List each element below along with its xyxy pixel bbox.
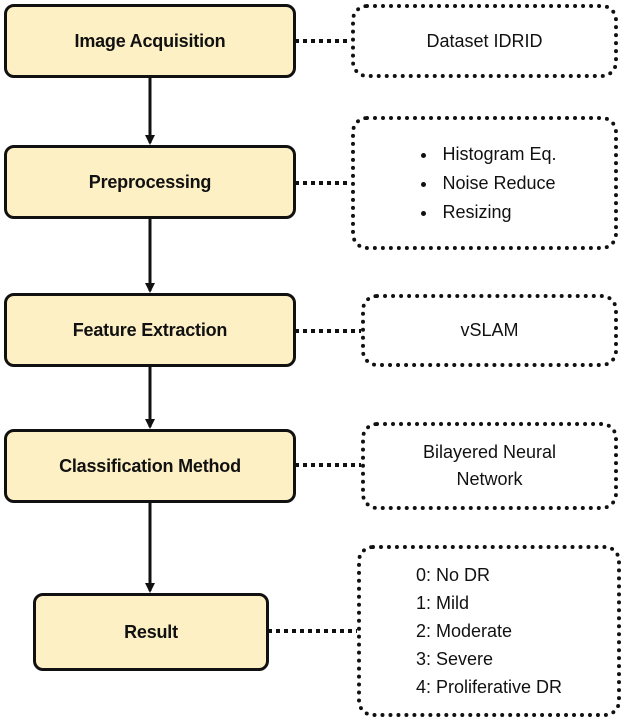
note-classifier: Bilayered Neural Network — [361, 422, 618, 510]
step-classification-method: Classification Method — [4, 429, 296, 503]
list-item: 0: No DR — [415, 565, 490, 585]
step-image-acquisition: Image Acquisition — [4, 4, 296, 78]
step-result: Result — [33, 593, 269, 671]
result-class-list: 0: No DR 1: Mild 2: Moderate 3: Severe 4… — [416, 561, 562, 701]
list-item: 4: Proliferative DR — [415, 677, 563, 697]
classifier-label-line: Bilayered Neural — [422, 442, 557, 462]
step-preprocessing: Preprocessing — [4, 145, 296, 219]
dataset-label: Dataset IDRID — [426, 30, 543, 51]
list-item: 2: Moderate — [415, 621, 513, 641]
note-dataset: Dataset IDRID — [351, 4, 618, 78]
note-result-classes: 0: No DR 1: Mild 2: Moderate 3: Severe 4… — [357, 545, 621, 717]
list-item: 1: Mild — [415, 593, 469, 613]
feature-method-label: vSLAM — [460, 320, 519, 340]
step-feature-extraction: Feature Extraction — [4, 293, 296, 367]
list-item: Noise Reduce — [438, 169, 556, 198]
classifier-label: Bilayered Neural Network — [423, 439, 556, 493]
list-item: 3: Severe — [415, 649, 494, 669]
note-feature-method: vSLAM — [361, 294, 618, 367]
classifier-label-line: Network — [456, 469, 523, 489]
note-preprocessing-steps: Histogram Eq. Noise Reduce Resizing — [351, 116, 618, 250]
list-item: Histogram Eq. — [438, 140, 556, 169]
preprocessing-list: Histogram Eq. Noise Reduce Resizing — [412, 140, 556, 227]
list-item: Resizing — [438, 198, 556, 227]
